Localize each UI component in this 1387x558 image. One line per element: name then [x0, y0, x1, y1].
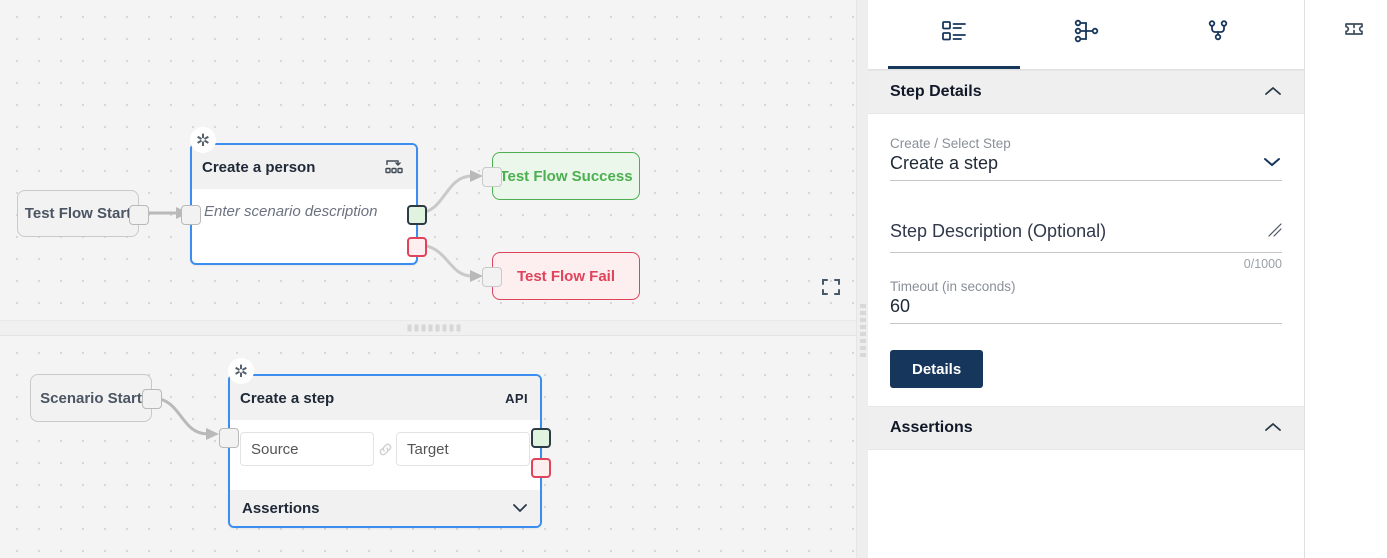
source-input[interactable]: Source [240, 432, 374, 466]
node-test-flow-fail[interactable]: Test Flow Fail [482, 252, 640, 300]
vertical-splitter[interactable] [856, 0, 868, 558]
target-input[interactable]: Target [396, 432, 530, 466]
tab-details[interactable] [888, 0, 1020, 69]
port-out-step-success[interactable] [531, 428, 551, 448]
port-in-success[interactable] [482, 167, 502, 187]
timeout-value[interactable]: 60 [890, 296, 911, 316]
node-create-a-person[interactable]: ✲ Create a person Enter scen [181, 127, 427, 265]
port-out-scenario-start[interactable] [142, 389, 162, 409]
fit-to-screen-icon[interactable] [820, 276, 842, 298]
node-test-flow-fail-label: Test Flow Fail [516, 267, 616, 285]
flow-canvas-area: Test Flow Start ✲ Create a person [0, 0, 868, 558]
section-title-assertions: Assertions [890, 419, 973, 436]
timeout-label: Timeout (in seconds) [890, 279, 1016, 294]
create-select-step-label: Create / Select Step [890, 136, 1011, 151]
field-timeout: Timeout (in seconds) 60 [890, 279, 1282, 324]
port-out-success[interactable] [407, 205, 427, 225]
tab-hierarchy[interactable] [1020, 0, 1152, 69]
node-create-a-step-body: Source Target [230, 420, 540, 466]
node-create-a-step-title: Create a step [240, 389, 335, 407]
list-details-icon [940, 18, 968, 49]
port-out-step-fail[interactable] [531, 458, 551, 478]
node-scenario-start-label: Scenario Start [40, 389, 142, 407]
node-create-a-person-title: Create a person [202, 158, 316, 176]
section-header-assertions[interactable]: Assertions [868, 406, 1304, 450]
git-branch-icon [1204, 18, 1232, 49]
section-title-step-details: Step Details [890, 83, 982, 100]
horizontal-splitter[interactable] [0, 320, 868, 336]
section-header-step-details[interactable]: Step Details [868, 70, 1304, 114]
port-in-fail[interactable] [482, 267, 502, 287]
step-description-label: Step Description (Optional) [890, 221, 1107, 241]
chevron-down-icon[interactable] [1262, 155, 1282, 173]
node-create-a-step[interactable]: ✲ Create a step API Source [219, 358, 551, 528]
link-icon [374, 442, 396, 457]
details-button[interactable]: Details [890, 350, 984, 388]
node-assertions-label: Assertions [242, 499, 320, 517]
chevron-down-icon[interactable] [512, 501, 528, 516]
tab-branches[interactable] [1152, 0, 1284, 69]
step-details-panel: Step Details Create / Select Step Create… [868, 0, 1305, 558]
top-flow-wires [140, 170, 483, 282]
node-create-a-person-header: Create a person [192, 145, 416, 189]
step-details-body: Create / Select Step Create a step Step … [868, 114, 1304, 406]
port-out-start[interactable] [129, 205, 149, 225]
field-step-description: Step Description (Optional) 0/1000 [890, 221, 1282, 271]
assertions-body [868, 450, 1304, 558]
panel-tabs [868, 0, 1304, 70]
resize-grip-icon[interactable] [1268, 223, 1282, 240]
port-in-create-a-person[interactable] [181, 205, 201, 225]
api-tag: API [505, 390, 528, 406]
step-description-control[interactable]: Step Description (Optional) [890, 221, 1282, 253]
port-in-create-a-step[interactable] [219, 428, 239, 448]
subflow-icon[interactable] [384, 158, 404, 176]
node-test-flow-success-label: Test Flow Success [499, 167, 633, 185]
vertical-splitter-handle[interactable] [859, 304, 866, 357]
chevron-up-icon[interactable] [1264, 85, 1282, 100]
collapse-panel-icon[interactable] [1341, 16, 1367, 42]
node-scenario-start[interactable]: Scenario Start [30, 374, 162, 422]
node-create-a-person-body: Enter scenario description [192, 189, 416, 230]
node-test-flow-start[interactable]: Test Flow Start [17, 190, 149, 237]
source-target-row: Source Target [240, 432, 530, 466]
test-flow-canvas[interactable]: Test Flow Start ✲ Create a person [0, 0, 868, 320]
field-create-select-step: Create / Select Step Create a step [890, 136, 1282, 181]
port-out-fail[interactable] [407, 237, 427, 257]
step-description-counter: 0/1000 [1243, 257, 1282, 271]
required-asterisk-badge-step: ✲ [228, 358, 254, 384]
node-test-flow-start-label: Test Flow Start [24, 205, 132, 222]
required-asterisk-badge: ✲ [190, 127, 216, 153]
node-create-a-step-header: Create a step API [230, 376, 540, 420]
timeout-control[interactable]: 60 [890, 296, 1282, 324]
scenario-canvas[interactable]: Scenario Start ✲ Create a step API Sourc… [0, 336, 868, 558]
panel-rail [1321, 0, 1387, 558]
node-test-flow-success[interactable]: Test Flow Success [482, 152, 640, 200]
node-assertions-footer[interactable]: Assertions [230, 490, 540, 526]
sitemap-icon [1072, 18, 1100, 49]
scenario-description-input[interactable]: Enter scenario description [204, 203, 378, 220]
chevron-up-icon[interactable] [1264, 421, 1282, 436]
create-select-step-value: Create a step [890, 153, 999, 173]
horizontal-splitter-handle[interactable] [407, 324, 461, 332]
create-select-step-control[interactable]: Create a step [890, 153, 1282, 181]
